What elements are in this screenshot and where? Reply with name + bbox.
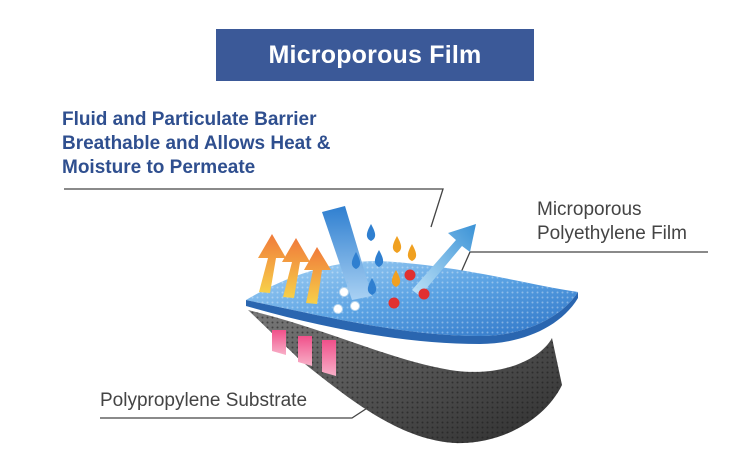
film-label: Microporous Polyethylene Film xyxy=(537,198,687,246)
film-label-line-2: Polyethylene Film xyxy=(537,223,687,244)
water-droplet-icon xyxy=(351,224,384,295)
liquid-stream-icon xyxy=(322,206,372,300)
page-title: Microporous Film xyxy=(216,29,534,81)
micropore-bubble-icon xyxy=(333,287,360,314)
substrate-label: Polypropylene Substrate xyxy=(100,390,308,411)
heat-source-icon xyxy=(272,330,336,376)
film-label-line-1: Microporous xyxy=(537,199,642,220)
heat-arrow-icon xyxy=(258,234,331,304)
particle-icon xyxy=(388,269,430,309)
barrier-line-1: Fluid and Particulate Barrier xyxy=(62,109,317,130)
barrier-line-3: Moisture to Permeate xyxy=(62,157,256,178)
oil-droplet-icon xyxy=(391,236,417,287)
barrier-line-2: Breathable and Allows Heat & xyxy=(62,133,331,154)
barrier-description: Fluid and Particulate Barrier Breathable… xyxy=(62,108,331,180)
vapor-arrow-icon xyxy=(412,224,476,296)
barrier-leader-line xyxy=(64,188,444,228)
film-layer xyxy=(246,261,578,344)
